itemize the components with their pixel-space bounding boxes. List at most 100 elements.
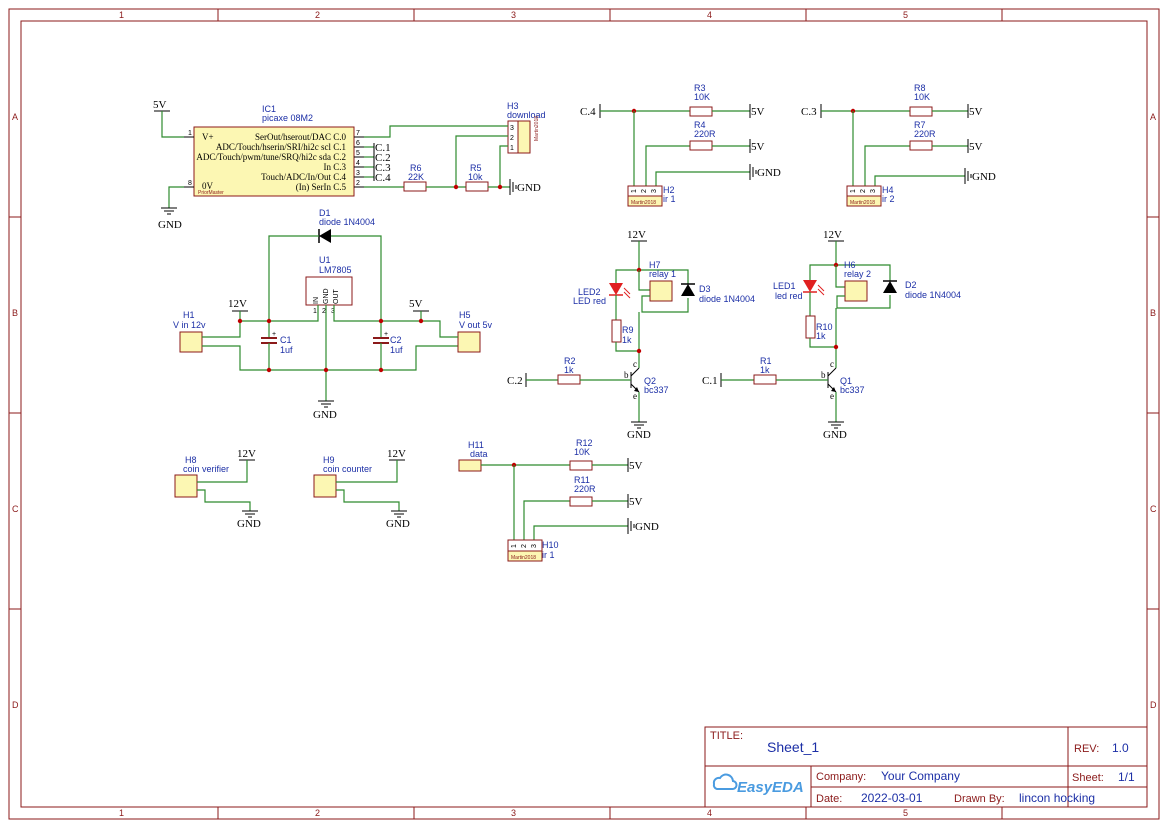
r2-resistor[interactable]: R2 1k <box>557 356 581 385</box>
h10-pin-1: 1 <box>511 544 518 548</box>
ic1-gnd-label: GND <box>158 219 182 231</box>
c1-ref: C1 <box>280 335 292 345</box>
ic1-picaxe[interactable]: IC1 picaxe 08M2 V+ 0V PriorMaster SerOut… <box>184 104 391 197</box>
h6-relay[interactable]: H6 relay 2 <box>844 260 871 302</box>
r3-value: 10K <box>694 92 710 102</box>
zone-row-a-right: A <box>1150 112 1156 122</box>
psu-gnd-label: GND <box>313 409 337 421</box>
led2-indicator[interactable]: LED2 LED red <box>573 283 631 306</box>
led2-ref: LED2 <box>578 287 601 297</box>
h8-coin-verifier-header[interactable]: H8 coin verifier <box>174 455 229 498</box>
h2-value: ir 1 <box>663 194 676 204</box>
r10-resistor[interactable]: R10 1k <box>805 315 833 341</box>
h9-gnd-label: GND <box>386 518 410 530</box>
r9-resistor[interactable]: R9 1k <box>611 319 634 345</box>
h2-ir-header[interactable]: 1 2 3 Martin2018 H2 ir 1 <box>627 185 676 207</box>
u1-pinnum-3: 3 <box>331 308 335 315</box>
ic1-power: 5V GND <box>153 99 184 231</box>
drawn-by-label: Drawn By: <box>954 793 1005 805</box>
r7-5v-label: 5V <box>969 141 983 153</box>
r3-resistor[interactable]: R3 10K <box>689 83 713 117</box>
q2-value: bc337 <box>644 385 669 395</box>
q2-transistor[interactable]: b c e Q2 bc337 <box>624 359 669 401</box>
h10-ref: H10 <box>542 540 559 550</box>
d2-value: diode 1N4004 <box>905 290 961 300</box>
h8-coin-verifier-circuit: H8 coin verifier 12V GND <box>174 448 261 530</box>
zone-col-1-top: 1 <box>119 10 124 20</box>
ic1-pinnum-2: 2 <box>356 180 360 187</box>
q1-transistor[interactable]: b c e Q1 bc337 <box>821 359 865 401</box>
ic1-5v-label: 5V <box>153 99 167 111</box>
r12-resistor[interactable]: R12 10K <box>569 438 593 471</box>
data-ir-circuit: H11 data R12 10K 5V R11 220R 5V GND 1 <box>458 438 659 562</box>
relay1-circuit: 12V H7 relay 1 D3 diode 1N4004 LED2 LED … <box>507 229 755 441</box>
h9-coin-counter-header[interactable]: H9 coin counter <box>313 455 372 498</box>
r9-ref: R9 <box>622 325 634 335</box>
d1-value: diode 1N4004 <box>319 217 375 227</box>
h3-value: download <box>507 110 546 120</box>
h8-value: coin verifier <box>183 464 229 474</box>
h10-ir-header[interactable]: 1 2 3 Martin2018 H10 ir 1 <box>507 539 559 562</box>
r4-ref: R4 <box>694 120 706 130</box>
easyeda-logo: EasyEDA <box>712 773 804 796</box>
u1-5v-label: 5V <box>409 298 423 310</box>
h4-value: ir 2 <box>882 194 895 204</box>
d2-diode[interactable]: D2 diode 1N4004 <box>883 280 961 300</box>
zone-row-c-left: C <box>12 504 19 514</box>
h10-pin-2: 2 <box>521 544 528 548</box>
c1-capacitor[interactable]: + C1 1uf <box>261 321 293 370</box>
u1-pin-out-label: OUT <box>333 289 340 305</box>
h7-relay[interactable]: H7 relay 1 <box>649 260 676 302</box>
company-label: Company: <box>816 771 866 783</box>
led1-indicator[interactable]: LED1 led red <box>773 280 825 301</box>
h4-gnd-label: GND <box>972 171 996 183</box>
ic1-pinnum-6: 6 <box>356 140 360 147</box>
d3-value: diode 1N4004 <box>699 294 755 304</box>
r1-resistor[interactable]: R1 1k <box>753 356 777 385</box>
ic1-pinnum-3: 3 <box>356 170 360 177</box>
zone-col-2-bottom: 2 <box>315 808 320 818</box>
h11-data-header[interactable]: H11 data <box>458 440 488 472</box>
h3-ref: H3 <box>507 101 519 111</box>
d3-diode[interactable]: D3 diode 1N4004 <box>681 283 755 304</box>
ir-sensor-h2-circuit: C.4 R3 10K 5V R4 220R 5V GND 1 2 3 Ma <box>580 83 781 207</box>
r5-resistor[interactable]: R5 10k <box>465 163 489 192</box>
sheet-frame <box>8 8 1160 820</box>
h6-ref: H6 <box>844 260 856 270</box>
h2-brand: Martin2018 <box>631 200 656 206</box>
u1-regulator[interactable]: U1 LM7805 IN GND OUT 1 2 3 <box>305 255 353 315</box>
h8-gnd-label: GND <box>237 518 261 530</box>
h4-ref: H4 <box>882 185 894 195</box>
r1-value: 1k <box>760 365 770 375</box>
zone-col-3-top: 3 <box>511 10 516 20</box>
ic1-vplus-label: V+ <box>202 132 214 142</box>
q1-base-label: b <box>821 370 826 380</box>
d1-diode[interactable]: D1 diode 1N4004 <box>318 208 375 243</box>
h3-download-header[interactable]: H3 download 3 2 1 Martin2018 <box>507 101 546 154</box>
ic1-pin-c5: (In) SerIn C.5 <box>296 182 347 192</box>
c2-capacitor[interactable]: + C2 1uf <box>373 321 403 370</box>
rev-value: 1.0 <box>1112 741 1129 755</box>
h3-brand: Martin2018 <box>534 116 540 141</box>
r6-resistor[interactable]: R6 22K <box>403 163 427 192</box>
h1-vin-header[interactable]: H1 V in 12v <box>173 310 206 353</box>
ic1-pinnum-8: 8 <box>188 180 192 187</box>
ic1-pin-c0: SerOut/hserout/DAC C.0 <box>255 132 346 142</box>
rev-label: REV: <box>1074 743 1099 755</box>
q2-emitter-label: e <box>633 391 637 401</box>
h5-vout-header[interactable]: H5 V out 5v <box>457 310 493 353</box>
q2-c2-label: C.2 <box>507 375 523 387</box>
h5-value: V out 5v <box>459 320 493 330</box>
zone-col-1-bottom: 1 <box>119 808 124 818</box>
r2-ref: R2 <box>564 356 576 366</box>
h4-ir-header[interactable]: 1 2 3 Martin2018 H4 ir 2 <box>846 185 895 207</box>
c1-value: 1uf <box>280 345 293 355</box>
drawn-by-value: lincon hocking <box>1019 791 1095 805</box>
r8-resistor[interactable]: R8 10K <box>909 83 933 117</box>
h2-pin-1: 1 <box>631 189 638 193</box>
logo-text: EasyEDA <box>737 779 804 796</box>
h6-value: relay 2 <box>844 269 871 279</box>
sheet-value: 1/1 <box>1118 770 1135 784</box>
q1-c1-label: C.1 <box>702 375 718 387</box>
sheet-label: Sheet: <box>1072 772 1104 784</box>
